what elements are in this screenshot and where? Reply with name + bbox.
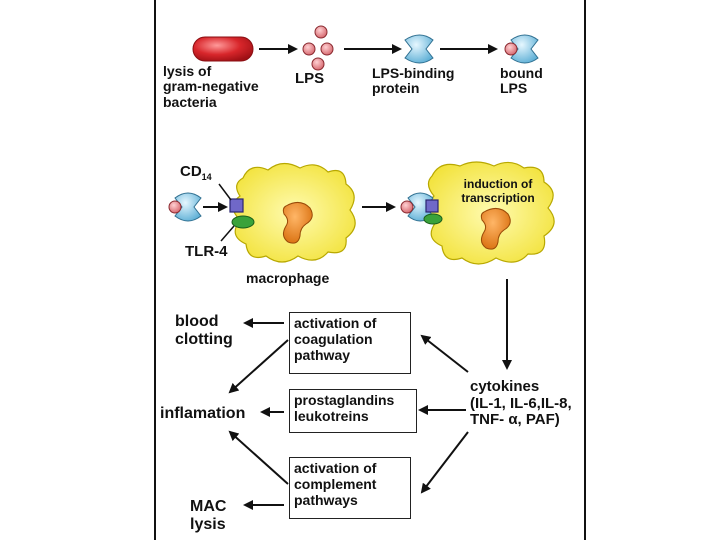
diagram-panel <box>154 0 586 540</box>
induction-label: induction of transcription <box>461 177 535 205</box>
nucleus-left-shape <box>282 202 313 244</box>
lysis-label: lysis of gram-negative bacteria <box>163 63 259 110</box>
bound-lps-label: bound LPS <box>500 65 543 97</box>
bound-lps-shape <box>504 34 539 64</box>
prostaglandins-box: prostaglandins leukotreins <box>289 389 417 433</box>
receptor-right <box>400 192 443 225</box>
cd14-label: CD14 <box>180 163 212 182</box>
inflamation-label: inflamation <box>160 405 246 422</box>
bacterium-shape <box>192 36 254 62</box>
arrow-complement-to-inflamation <box>228 430 289 485</box>
arrow-coagulation-to-inflamation <box>228 339 289 394</box>
lps-binding-protein-shape <box>404 34 434 64</box>
lps-label: LPS <box>295 70 325 87</box>
coagulation-box: activation of coagulation pathway <box>289 312 411 374</box>
arrow-cytokines-to-complement <box>420 431 469 494</box>
blood-clotting-label: blood clotting <box>175 313 233 348</box>
lps-binding-protein-label: LPS-binding protein <box>372 65 455 97</box>
tlr4-label: TLR-4 <box>185 243 228 260</box>
macrophage-label: macrophage <box>246 270 330 286</box>
nucleus-right-shape <box>480 208 511 250</box>
mac-lysis-label: MAC lysis <box>190 498 227 533</box>
cytokines-label: cytokines (IL-1, IL-6,IL-8, TNF- α, PAF) <box>470 378 572 428</box>
receptor-left <box>168 183 255 242</box>
complement-box: activation of complement pathways <box>289 457 411 519</box>
lps-molecules <box>302 25 334 71</box>
arrow-cytokines-to-coagulation <box>420 334 469 373</box>
